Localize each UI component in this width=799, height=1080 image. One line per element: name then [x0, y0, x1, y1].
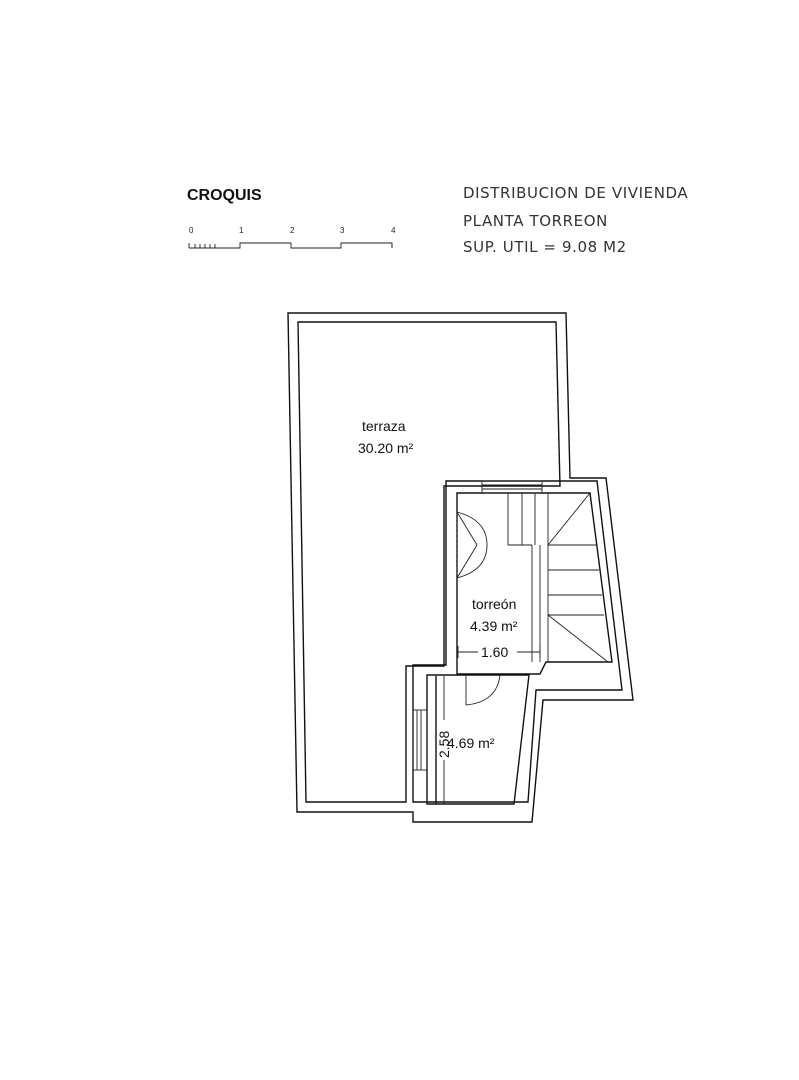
width-dimension-label: 1.60	[481, 644, 508, 660]
torreon-name: torreón	[472, 596, 516, 612]
scale-tick-label: 2	[290, 226, 295, 235]
scale-bar-line	[189, 242, 393, 249]
outer-walls	[287, 312, 634, 823]
staircase	[507, 492, 609, 663]
scale-tick-label: 4	[391, 226, 396, 235]
terraza-area: 30.20 m²	[358, 440, 414, 456]
terraza-name: terraza	[362, 418, 406, 434]
plan-description: DISTRIBUCION DE VIVIENDA	[463, 184, 688, 202]
double-door	[456, 511, 488, 579]
lower-door	[465, 674, 501, 706]
height-dimension: 2.58	[436, 676, 452, 804]
torreon-area: 4.39 m²	[470, 618, 518, 634]
scale-tick-label: 1	[239, 226, 244, 235]
scale-bar: 0 1 2 3 4	[188, 226, 396, 249]
height-dimension-label: 2.58	[436, 731, 452, 758]
plan-floor-name: PLANTA TORREON	[463, 212, 608, 230]
window-top	[481, 480, 543, 494]
scale-bar-minor-ticks	[188, 243, 393, 248]
window-left	[412, 709, 428, 771]
lower-room-area: 4.69 m²	[447, 735, 495, 751]
width-dimension: 1.60	[457, 644, 541, 660]
scale-tick-label: 3	[340, 226, 345, 235]
plan-title: CROQUIS	[187, 187, 262, 204]
plan-useful-area: SUP. UTIL = 9.08 M2	[463, 238, 627, 256]
scale-tick-label: 0	[189, 226, 194, 235]
